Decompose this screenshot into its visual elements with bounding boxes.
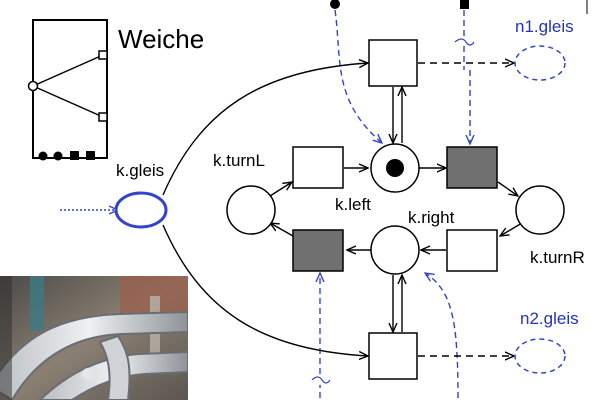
component-dot-1 (38, 151, 48, 161)
label-kgleis: k.gleis (116, 161, 164, 180)
label-n1gleis: n1.gleis (515, 17, 574, 36)
transition-bottom (368, 332, 418, 380)
component-port-lower (98, 112, 108, 122)
arc-kgleis-to-top-transition (162, 63, 368, 196)
arc-kturnl-to-transition (269, 182, 292, 197)
wavy-break-2 (311, 376, 331, 384)
place-n2gleis (514, 338, 566, 374)
component-port-upper (98, 50, 108, 60)
place-kturnl (226, 185, 276, 235)
component-line-lower (32, 85, 104, 118)
label-kturnr: k.turnR (530, 248, 585, 267)
label-kturnl: k.turnL (213, 151, 265, 170)
arc-transition-to-kturnr (497, 181, 518, 196)
component-box (32, 19, 108, 159)
arc-transition-to-kturnl (270, 223, 294, 237)
component-square-2 (86, 151, 95, 160)
transition-right-to-turnl (292, 229, 344, 272)
transition-top (368, 39, 418, 87)
component-title: Weiche (118, 24, 204, 54)
net-arcs (162, 63, 523, 356)
arc-kgleis-to-bottom-transition (162, 224, 368, 356)
rail-switch-photo (0, 276, 188, 400)
arc-dot-to-kleft (334, 9, 382, 143)
token-kleft (386, 159, 404, 177)
external-input-dot (330, 0, 340, 9)
control-arcs (60, 9, 475, 399)
label-kleft: k.left (335, 195, 371, 214)
arc-bottom-to-kright (425, 273, 459, 399)
place-kgleis (114, 191, 168, 229)
place-kright (370, 225, 420, 275)
photo-drawing (0, 276, 188, 400)
wavy-break-1 (454, 38, 475, 46)
transition-turnr-to-right (446, 229, 498, 272)
component-port-circle (27, 80, 39, 92)
transition-turnl-to-left (292, 146, 344, 189)
place-kturnr (515, 185, 565, 235)
label-kright: k.right (408, 208, 455, 227)
weiche-component-symbol (27, 19, 108, 161)
component-line-upper (32, 54, 104, 87)
label-n2gleis: n2.gleis (520, 309, 579, 328)
component-dot-2 (53, 151, 63, 161)
external-input-square (460, 0, 469, 9)
transition-left-to-turnr (446, 146, 498, 189)
place-n1gleis (514, 45, 566, 81)
arc-kturnr-to-transition (500, 222, 523, 236)
component-square-1 (70, 151, 79, 160)
